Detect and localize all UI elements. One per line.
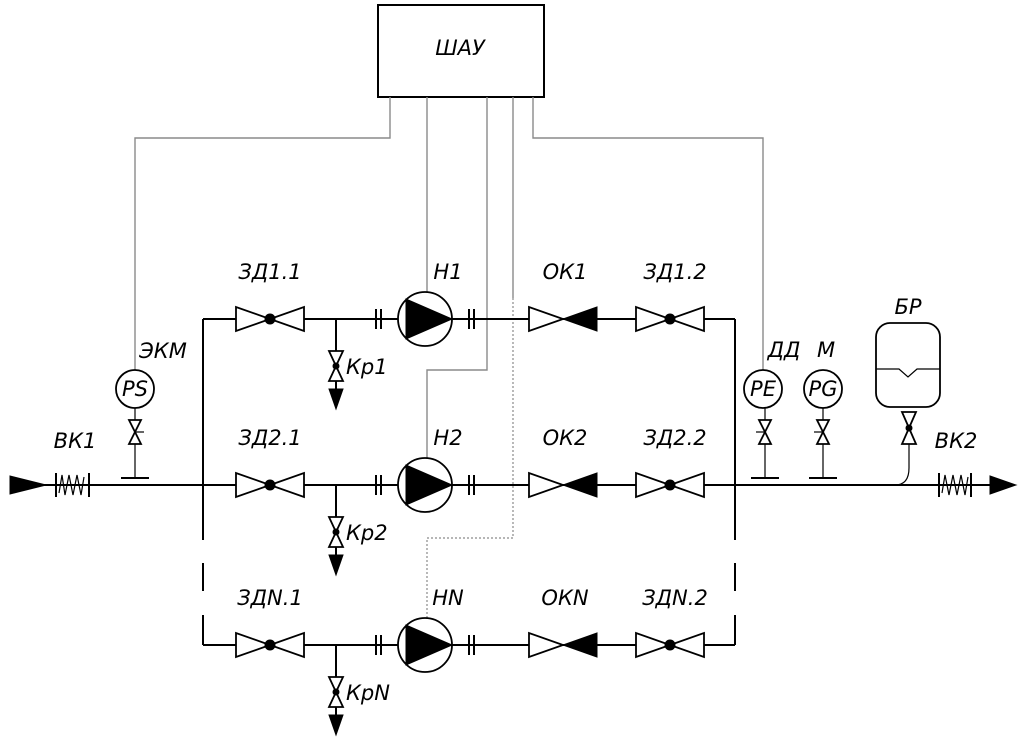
- pressure-sensor: PE ДД: [743, 338, 801, 479]
- drain-line: [327, 485, 345, 577]
- controller-label: ШАУ: [435, 36, 486, 60]
- drain-arrow-icon: [328, 714, 344, 737]
- valve-stem-icon: [664, 479, 676, 491]
- outlet-gate-valve: [635, 471, 705, 499]
- drain-line: [327, 319, 345, 411]
- manometer-symbol: PG: [809, 377, 838, 401]
- pressure-sensor-symbol: PE: [750, 377, 777, 401]
- manometer-label: М: [817, 338, 835, 362]
- tank-label: БР: [894, 295, 921, 319]
- drain-valve-icon: [327, 516, 345, 535]
- pressure-switch-symbol: PS: [122, 377, 148, 401]
- pump-label: Н1: [433, 260, 462, 284]
- flow-inlet-arrow: [9, 475, 47, 495]
- pump-impeller-icon: [405, 464, 454, 506]
- signal-line-pressure-switch: [134, 97, 391, 370]
- gauge-circle: [743, 369, 783, 409]
- outlet-gate-valve: [635, 631, 705, 659]
- inlet-valve-label: ЗДN.1: [237, 586, 303, 610]
- drain-arrow-icon: [328, 388, 344, 411]
- pressure-sensor-label: ДД: [767, 338, 801, 362]
- check-valve: [528, 631, 598, 659]
- manometer: PG М: [803, 338, 843, 479]
- drain-valve-icon: [327, 676, 345, 695]
- needle-valve-icon: [815, 419, 831, 435]
- inlet-gate-valve: [235, 471, 305, 499]
- pump-impeller-icon: [405, 624, 454, 666]
- drain-valve-icon: [327, 350, 345, 369]
- valve-stem-icon: [264, 639, 276, 651]
- controller-block: ШАУ: [377, 4, 545, 98]
- valve-stem-icon: [664, 313, 676, 325]
- signal-line-pressure-sensor: [532, 97, 764, 372]
- flow-outlet-arrow: [989, 475, 1018, 495]
- needle-valve-icon: [900, 411, 918, 431]
- drain-line: [327, 645, 345, 737]
- drain-arrow-icon: [328, 554, 344, 577]
- main-pipeline: [9, 475, 1018, 495]
- pump-impeller-icon: [405, 298, 454, 340]
- pressure-switch: PS ЭКМ: [115, 339, 187, 479]
- drain-valve-label: Кр1: [346, 355, 388, 379]
- inlet-gate-valve: [235, 305, 305, 333]
- flex-bellows-icon: [941, 474, 969, 496]
- signal-line-pump-n-lower: [426, 298, 514, 628]
- drain-valve-label: Кр2: [346, 521, 388, 545]
- outlet-gate-valve: [635, 305, 705, 333]
- check-valve: [528, 305, 598, 333]
- valve-stem-icon: [664, 639, 676, 651]
- valve-stem-icon: [264, 479, 276, 491]
- flex-bellows-icon: [58, 474, 85, 496]
- needle-valve-icon: [757, 419, 773, 435]
- inlet-valve-label: ЗД1.1: [238, 260, 301, 284]
- pump: [375, 457, 475, 513]
- check-valve-label: ОК1: [543, 260, 588, 284]
- inlet-gate-valve: [235, 631, 305, 659]
- outlet-valve-label: ЗД1.2: [643, 260, 706, 284]
- controller-box: [377, 4, 545, 98]
- tank-membrane: [876, 368, 940, 378]
- signal-lines: [134, 97, 764, 628]
- tank-connection: [894, 444, 910, 486]
- pump: [375, 617, 475, 673]
- pressure-switch-label: ЭКМ: [138, 339, 187, 363]
- outlet-valve-label: ЗД2.2: [643, 426, 706, 450]
- check-valve-label: ОК2: [543, 426, 588, 450]
- inlet-valve-label: ВК1: [54, 429, 97, 453]
- inlet-valve-label: ЗД2.1: [238, 426, 301, 450]
- drain-valve-label: КрN: [346, 681, 390, 705]
- inlet-flex-connector: ВК1: [54, 429, 97, 497]
- check-valve-label: ОКN: [541, 586, 588, 610]
- needle-valve-icon: [127, 419, 143, 435]
- tank-body: [875, 322, 941, 408]
- valve-stem-icon: [264, 313, 276, 325]
- outlet-valve-label: ВК2: [935, 429, 978, 453]
- check-valve: [528, 471, 598, 499]
- pump-label: НN: [432, 586, 464, 610]
- expansion-tank: БР: [875, 295, 941, 486]
- gauge-circle: [803, 369, 843, 409]
- pump-label: Н2: [433, 426, 462, 450]
- pump: [375, 291, 475, 347]
- outlet-valve-label: ЗДN.2: [642, 586, 708, 610]
- signal-line-pump-2: [426, 97, 488, 462]
- outlet-flex-connector: ВК2: [935, 429, 978, 497]
- collectors: [202, 319, 736, 645]
- gauge-circle: [115, 369, 155, 409]
